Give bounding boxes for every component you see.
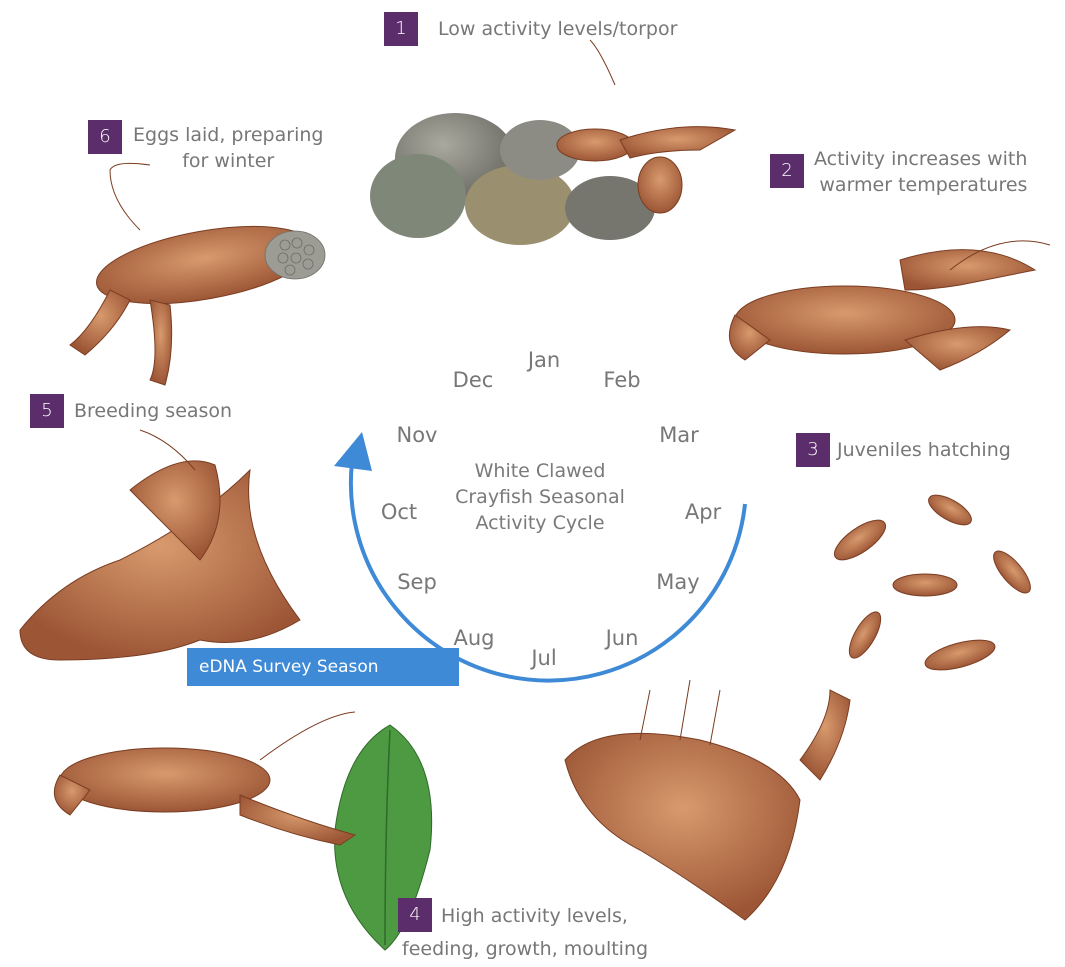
stage-3-label: Juveniles hatching [837, 437, 1011, 463]
month-nov: Nov [397, 423, 438, 447]
stage-2-line-2: warmer temperatures [814, 172, 1027, 198]
crayfish-illustration [565, 680, 850, 920]
edna-survey-season-band: eDNA Survey Season [187, 648, 459, 686]
month-oct: Oct [381, 500, 417, 524]
stage-1-badge: 1 [384, 12, 418, 46]
stage-3-line-1: Juveniles hatching [837, 437, 1011, 463]
month-aug: Aug [453, 626, 494, 650]
stage-4-line-1: High activity levels, [402, 903, 648, 929]
diagram-title: White Clawed Crayfish Seasonal Activity … [430, 458, 650, 536]
stage-6-label: Eggs laid, preparing for winter [133, 122, 323, 174]
month-jun: Jun [606, 626, 639, 650]
crayfish-illustration [729, 241, 1050, 370]
stage-5-line-1: Breeding season [74, 398, 232, 424]
month-apr: Apr [685, 500, 721, 524]
stage-4-line-2: feeding, growth, moulting [402, 936, 648, 962]
stage-3-badge: 3 [796, 433, 830, 467]
month-may: May [656, 570, 699, 594]
stage-6-line-2: for winter [133, 148, 323, 174]
stage-2-line-1: Activity increases with [814, 146, 1027, 172]
stage-2-label: Activity increases with warmer temperatu… [814, 146, 1027, 198]
stage-6-line-1: Eggs laid, preparing [133, 122, 323, 148]
month-feb: Feb [603, 368, 640, 392]
egg-cluster [265, 231, 325, 279]
stage-5-badge: 5 [30, 394, 64, 428]
stage-6-badge: 6 [88, 120, 122, 154]
month-sep: Sep [397, 570, 437, 594]
month-jul: Jul [531, 646, 556, 670]
stage-1-line-1: Low activity levels/torpor [438, 16, 677, 42]
crayfish-illustration [54, 712, 355, 845]
diagram-title-line-3: Activity Cycle [430, 510, 650, 536]
stage-1-label: Low activity levels/torpor [438, 16, 677, 42]
month-dec: Dec [453, 368, 494, 392]
month-mar: Mar [659, 423, 699, 447]
month-jan: Jan [528, 348, 560, 372]
stage-5-label: Breeding season [74, 398, 232, 424]
diagram-title-line-2: Crayfish Seasonal [430, 484, 650, 510]
diagram-title-line-1: White Clawed [430, 458, 650, 484]
stage-4-label: High activity levels, feeding, growth, m… [402, 903, 648, 962]
stage-2-badge: 2 [770, 154, 804, 188]
crayfish-illustration [829, 489, 1037, 676]
crayfish-illustration [20, 430, 300, 660]
